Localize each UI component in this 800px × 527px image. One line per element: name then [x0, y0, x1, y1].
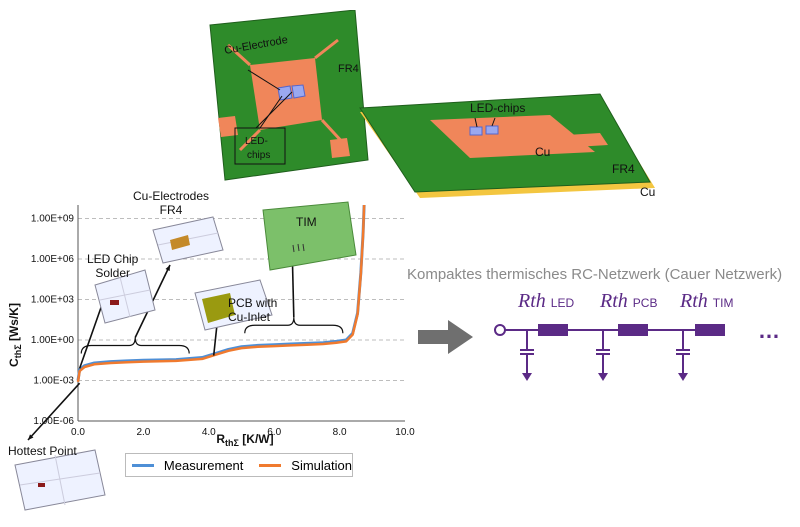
rth-led-label: Rth LED	[518, 290, 575, 312]
arrow-to-hottest-point	[27, 382, 81, 441]
legend-label-measurement: Measurement	[163, 457, 244, 473]
rc-network-title: Kompaktes thermisches RC-Netzwerk (Cauer…	[407, 266, 783, 283]
legend-swatch-simulation	[259, 463, 282, 467]
annot-hottest-point: Hottest Point	[8, 444, 77, 458]
x-tick-label: 4.0	[202, 427, 216, 438]
cu-trace	[226, 43, 252, 67]
chips-label-line1: LED-	[245, 136, 268, 147]
rth-tim-label: Rth TIM	[680, 290, 734, 312]
axes: 1.00E-06 1.00E-03 1.00E+00 1.00E+03 1.00E+06…	[31, 205, 415, 438]
rth-pcb-label: Rth PCB	[600, 290, 658, 312]
annot-cu-electrodes-fr4: Cu-Electrodes FR4	[133, 189, 210, 217]
cu-pad	[218, 116, 238, 137]
cu-inlet	[430, 115, 595, 158]
cu-pad	[330, 138, 350, 158]
transform-arrow-icon	[418, 320, 473, 354]
fr4-side-label: FR4	[612, 162, 635, 176]
rth-pcb-tag: PCB	[632, 296, 658, 310]
fr4-label: FR4	[338, 63, 359, 75]
thumb-tim	[262, 201, 357, 271]
rth-led-tag: LED	[550, 296, 575, 310]
cu-pad	[550, 133, 608, 148]
thumb-pcb	[194, 279, 273, 331]
series-lines	[76, 204, 366, 383]
chip-pointer	[255, 91, 293, 129]
solder-chip-icon	[110, 300, 119, 305]
cu-bottom-label: Cu	[640, 185, 655, 199]
led-chip	[469, 126, 483, 136]
y-tick-label: 1.00E+03	[31, 295, 75, 306]
y-tick-label: 1.00E+00	[31, 335, 75, 346]
x-tick-label: 8.0	[333, 427, 347, 438]
y-tick-label: 1.00E-06	[33, 416, 74, 427]
arrow-to-electrodes-head	[165, 265, 170, 271]
x-tick-label: 6.0	[267, 427, 281, 438]
thumb-hottest-point	[14, 449, 106, 511]
y-tick-label: 1.00E-03	[33, 376, 74, 387]
thumb-led-solder	[94, 269, 156, 324]
annot-led-chip-solder: LED Chip Solder	[87, 252, 139, 280]
structure-function-chart: 1.00E-06 1.00E-03 1.00E+00 1.00E+03 1.00E+06…	[7, 204, 415, 448]
capacitor-1	[520, 330, 534, 381]
y-tick-label: 1.00E+09	[31, 214, 75, 225]
rc-network-diagram: …	[494, 318, 780, 381]
resistor-pcb	[618, 324, 648, 336]
annot-tim: TIM	[296, 215, 317, 229]
x-axis-label: RthΣ [K/W]	[216, 432, 273, 448]
ellipsis-icon: …	[758, 318, 780, 343]
led-chips-label: LED-chips	[470, 101, 525, 115]
led-chip	[485, 125, 499, 135]
y-tick-label: 1.00E+06	[31, 254, 75, 265]
rth-tim-tag: TIM	[712, 296, 734, 310]
resistor-led	[538, 324, 568, 336]
pcb-side-view: LED-chips Cu FR4 Cu	[359, 93, 655, 199]
legend-label-simulation: Simulation	[291, 457, 352, 473]
cu-trace	[238, 128, 262, 152]
chip-pointer	[259, 95, 283, 129]
capacitor-3	[676, 330, 690, 381]
pcb-top-view: Cu-Electrode FR4 LED- chips	[209, 10, 369, 181]
electrode-shape-icon	[170, 235, 190, 250]
pcb-inlet-icon	[202, 293, 235, 323]
x-tick-label: 2.0	[136, 427, 150, 438]
chip-pointer	[474, 117, 478, 128]
chips-label-line2: chips	[247, 150, 270, 161]
electrode-pointer	[247, 69, 281, 91]
x-tick-label: 0.0	[71, 427, 85, 438]
chart-legend: Measurement Simulation	[125, 453, 353, 477]
series-line-simulation	[76, 204, 366, 383]
cu-label: Cu	[535, 145, 550, 159]
legend-swatch-measurement	[132, 463, 154, 467]
x-tick-label: 10.0	[395, 427, 415, 438]
chip-pointer	[491, 117, 496, 127]
capacitor-2	[596, 330, 610, 381]
cu-trace	[314, 38, 339, 60]
arrow-to-hottest-point-head	[28, 434, 34, 440]
resistor-tim	[695, 324, 725, 336]
network-input-terminal-icon	[494, 324, 506, 336]
annot-pcb: PCB with Cu-Inlet	[228, 296, 278, 324]
arrow-to-solder	[78, 298, 105, 369]
y-axis-label: CthΣ [Ws/K]	[7, 303, 23, 367]
thumb-cu-electrodes	[152, 216, 224, 264]
led-chip	[291, 84, 306, 99]
